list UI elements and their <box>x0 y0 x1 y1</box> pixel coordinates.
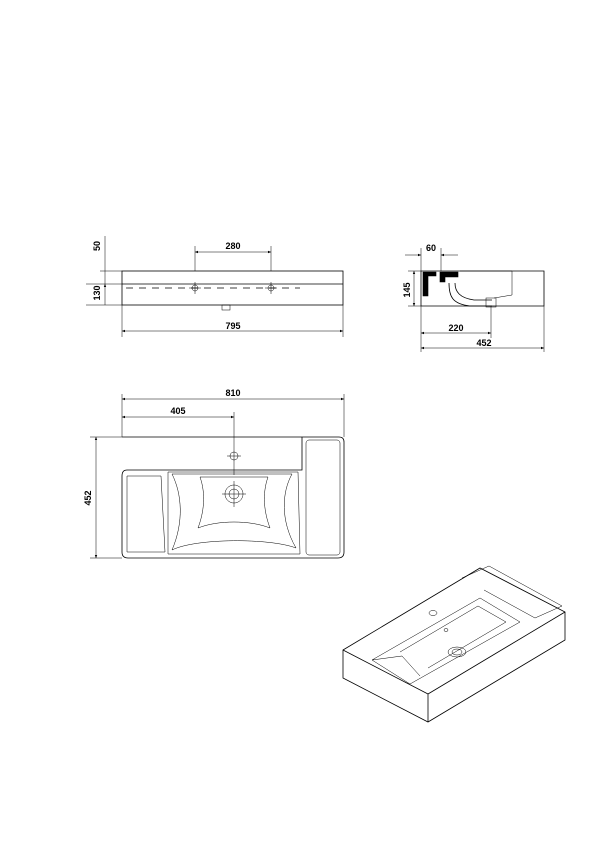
dim-810-label: 810 <box>225 388 240 398</box>
top-view: 810 405 452 <box>83 388 345 559</box>
dim-145-label: 145 <box>402 282 412 297</box>
side-drain-pipe <box>448 282 492 307</box>
top-bowl-outer <box>167 471 301 555</box>
tap-hole-top-icon <box>227 440 241 475</box>
tap-hole-right-icon <box>265 282 277 294</box>
tap-hole-left-icon <box>189 282 201 294</box>
dim-795-label: 795 <box>225 321 240 331</box>
front-drain-stub <box>221 304 231 311</box>
top-outline <box>121 436 345 559</box>
iso-drain-icon <box>447 646 467 658</box>
top-shelf-left <box>126 475 166 553</box>
top-shelf-right <box>305 439 341 556</box>
side-wall-section <box>422 271 437 297</box>
iso-tap-hole-icon <box>428 610 438 616</box>
side-section: 60 145 220 452 <box>402 243 545 352</box>
isometric-view <box>342 565 566 723</box>
iso-front-edge <box>342 649 429 695</box>
top-bowl-floor <box>197 476 271 529</box>
dim-50-label: 50 <box>92 241 102 251</box>
dim-452-side-label: 452 <box>476 338 491 348</box>
dim-280-label: 280 <box>225 241 240 251</box>
dim-60-label: 60 <box>426 243 436 253</box>
side-basin-curve <box>460 270 513 299</box>
iso-bowl-inner <box>399 605 507 669</box>
side-drain-inner <box>454 282 492 301</box>
side-outline <box>420 270 545 307</box>
dim-452-top-label: 452 <box>83 490 93 505</box>
dim-405-label: 405 <box>170 406 185 416</box>
iso-shelf <box>461 565 563 619</box>
front-view: 280 795 50 130 <box>86 236 344 337</box>
iso-right-edge <box>427 611 566 695</box>
drain-icon <box>222 481 246 507</box>
dim-220-label: 220 <box>448 323 463 333</box>
front-basin-outline <box>121 270 344 306</box>
iso-bowl-rim <box>371 597 521 685</box>
dim-130-label: 130 <box>92 285 102 300</box>
iso-overflow-icon <box>443 628 449 632</box>
top-bowl-inner <box>171 473 297 551</box>
iso-outline <box>342 567 566 723</box>
side-lip-section <box>439 271 459 283</box>
